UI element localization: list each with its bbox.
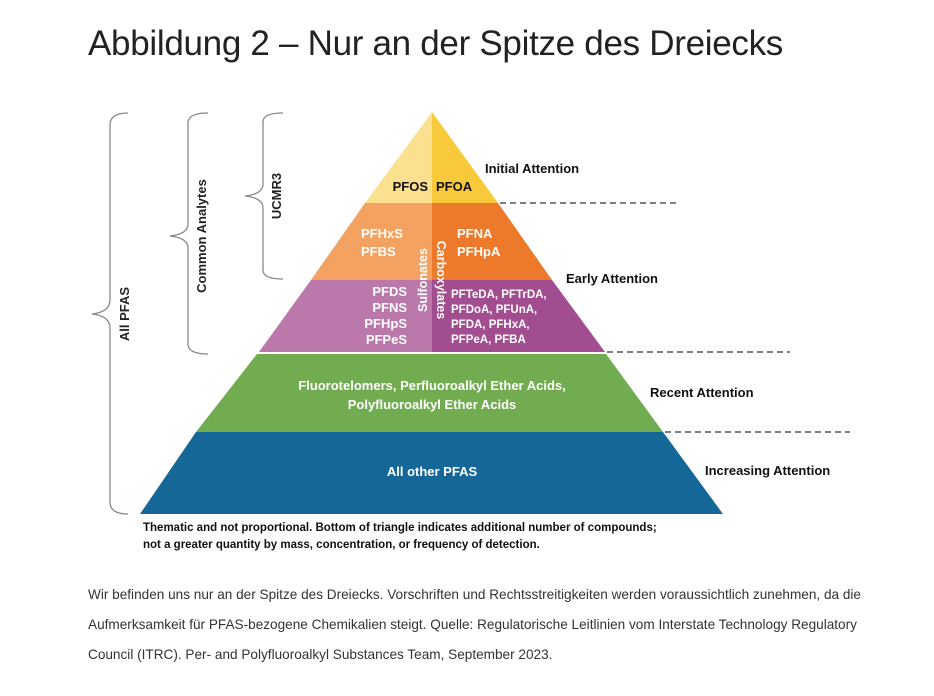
bracket-all-pfas [91,112,129,515]
label-green-1: Fluorotelomers, Perfluoroalkyl Ether Aci… [298,378,566,393]
label-pfbs: PFBS [361,244,396,259]
label-pfna: PFNA [457,226,493,241]
note-line-2: not a greater quantity by mass, concentr… [143,539,540,551]
tier-top-left [365,112,432,203]
bracket-label-all-pfas: All PFAS [117,287,132,342]
label-pfpes: PFPeS [366,332,408,347]
label-carboxylates: Carboxylates [434,241,448,320]
tier-orange-right [432,203,552,280]
brackets [91,112,284,515]
attention-initial: Initial Attention [485,161,579,176]
label-pfos: PFOS [393,179,429,194]
label-carbox-4: PFPeA, PFBA [451,334,526,346]
label-sulfonates: Sulfonates [416,248,430,312]
bracket-label-common: Common Analytes [194,179,209,293]
label-pfns: PFNS [372,300,407,315]
label-pfoa: PFOA [436,179,473,194]
page-title: Abbildung 2 – Nur an der Spitze des Drei… [88,24,783,63]
figure-caption: Wir befinden uns nur an der Spitze des D… [88,587,861,662]
tier-orange-left [311,203,432,280]
attention-recent: Recent Attention [650,385,754,400]
tier-blue [140,432,723,514]
bracket-ucmr3 [244,112,284,280]
label-pfds: PFDS [372,284,407,299]
attention-increasing: Increasing Attention [705,463,830,478]
attention-early: Early Attention [566,271,658,286]
bracket-label-ucmr3: UCMR3 [269,173,284,219]
dashed-dividers [500,202,850,433]
label-carbox-1: PFTeDA, PFTrDA, [451,289,547,301]
label-pfhps: PFHpS [364,316,407,331]
label-carbox-2: PFDoA, PFUnA, [451,304,537,316]
tier-top-right [432,112,498,203]
pfas-pyramid-diagram: All PFAS Common Analytes UCMR3 PFOS PFOA… [91,112,850,551]
bracket-common-analytes [169,112,209,355]
label-carbox-3: PFDA, PFHxA, [451,319,530,331]
label-pfhxs: PFHxS [361,226,403,241]
note-line-1: Thematic and not proportional. Bottom of… [143,522,657,534]
label-blue: All other PFAS [387,464,478,479]
label-pfhpa: PFHpA [457,244,501,259]
label-green-2: Polyfluoroalkyl Ether Acids [348,397,517,412]
tier-purple-right [432,280,605,352]
tier-purple-left [259,280,432,352]
tier-green [196,354,663,432]
